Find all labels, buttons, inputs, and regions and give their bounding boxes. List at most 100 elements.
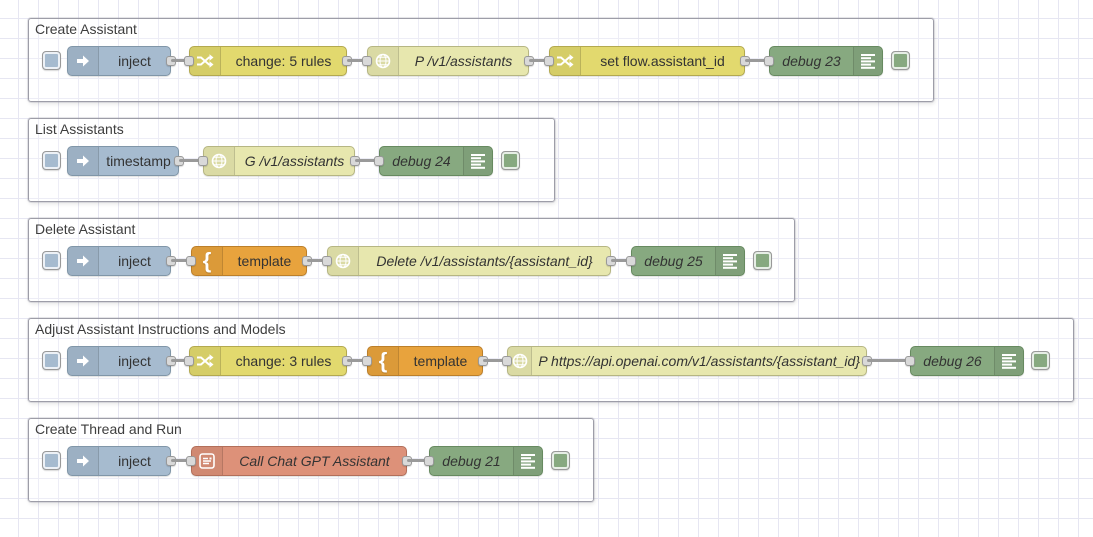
wire[interactable]: [529, 59, 549, 62]
node-debug[interactable]: debug 21: [424, 446, 543, 476]
input-port[interactable]: [184, 356, 194, 366]
wire[interactable]: [611, 259, 631, 262]
shuffle-icon: [190, 47, 221, 75]
wire[interactable]: [307, 259, 327, 262]
inject-run-button[interactable]: [42, 351, 61, 370]
input-port[interactable]: [186, 256, 196, 266]
globe-icon: [204, 147, 235, 175]
group-create-assistant[interactable]: Create Assistant inject change: 5 rules: [28, 18, 934, 102]
input-port[interactable]: [502, 356, 512, 366]
node-label: inject: [118, 53, 151, 69]
wire[interactable]: [745, 59, 769, 62]
node-label: inject: [118, 353, 151, 369]
node-inject[interactable]: timestamp: [67, 146, 184, 176]
input-port[interactable]: [322, 256, 332, 266]
wire[interactable]: [407, 459, 429, 462]
node-debug[interactable]: debug 23: [764, 46, 883, 76]
group-title: Create Assistant: [35, 21, 137, 37]
globe-icon: [328, 247, 359, 275]
node-label: template: [237, 253, 292, 269]
inject-run-button[interactable]: [42, 51, 61, 70]
globe-icon: [368, 47, 399, 75]
node-label: timestamp: [106, 153, 171, 169]
globe-icon: [508, 347, 533, 375]
wire[interactable]: [867, 359, 910, 362]
node-label: change: 5 rules: [235, 53, 332, 69]
node-inject[interactable]: inject: [67, 346, 176, 376]
arrow-in-icon: [68, 347, 99, 375]
inject-run-button[interactable]: [42, 151, 61, 170]
wire[interactable]: [171, 259, 191, 262]
input-port[interactable]: [362, 356, 372, 366]
group-title: Delete Assistant: [35, 221, 136, 237]
node-debug[interactable]: debug 24: [374, 146, 493, 176]
node-label: set flow.assistant_id: [600, 53, 725, 69]
input-port[interactable]: [764, 56, 774, 66]
debug-sidebar-icon: [463, 147, 492, 175]
wire[interactable]: [347, 359, 367, 362]
node-change[interactable]: set flow.assistant_id: [544, 46, 750, 76]
node-label: debug 21: [442, 453, 501, 469]
debug-toggle-button[interactable]: [551, 451, 570, 470]
node-openai-assistant[interactable]: Call Chat GPT Assistant: [186, 446, 412, 476]
wire[interactable]: [171, 359, 189, 362]
group-title: List Assistants: [35, 121, 124, 137]
wire[interactable]: [171, 459, 191, 462]
node-http-request[interactable]: G /v1/assistants: [198, 146, 360, 176]
group-title: Create Thread and Run: [35, 421, 182, 437]
node-template[interactable]: { template: [362, 346, 488, 376]
node-http-request[interactable]: Delete /v1/assistants/{assistant_id}: [322, 246, 616, 276]
wire[interactable]: [347, 59, 367, 62]
debug-toggle-button[interactable]: [501, 151, 520, 170]
node-inject[interactable]: inject: [67, 46, 176, 76]
node-change[interactable]: change: 3 rules: [184, 346, 352, 376]
arrow-in-icon: [68, 147, 99, 175]
node-label: debug 26: [923, 353, 982, 369]
wire[interactable]: [171, 59, 189, 62]
input-port[interactable]: [362, 56, 372, 66]
node-debug[interactable]: debug 26: [905, 346, 1024, 376]
node-inject[interactable]: inject: [67, 446, 176, 476]
group-create-thread-run[interactable]: Create Thread and Run inject Call Chat G…: [28, 418, 594, 502]
debug-sidebar-icon: [715, 247, 744, 275]
shuffle-icon: [190, 347, 221, 375]
debug-toggle-button[interactable]: [753, 251, 772, 270]
input-port[interactable]: [186, 456, 196, 466]
node-label: G /v1/assistants: [244, 153, 345, 169]
group-list-assistants[interactable]: List Assistants timestamp G /v1/assistan…: [28, 118, 555, 202]
debug-toggle-button[interactable]: [891, 51, 910, 70]
group-title: Adjust Assistant Instructions and Models: [35, 321, 286, 337]
input-port[interactable]: [544, 56, 554, 66]
node-http-request[interactable]: P /v1/assistants: [362, 46, 534, 76]
node-label: debug 25: [644, 253, 703, 269]
input-port[interactable]: [184, 56, 194, 66]
node-inject[interactable]: inject: [67, 246, 176, 276]
node-label: change: 3 rules: [235, 353, 332, 369]
curly-brace-icon: {: [192, 247, 223, 275]
node-label: debug 24: [392, 153, 451, 169]
input-port[interactable]: [424, 456, 434, 466]
inject-run-button[interactable]: [42, 251, 61, 270]
inject-run-button[interactable]: [42, 451, 61, 470]
node-template[interactable]: { template: [186, 246, 312, 276]
debug-toggle-button[interactable]: [1031, 351, 1050, 370]
input-port[interactable]: [198, 156, 208, 166]
debug-sidebar-icon: [853, 47, 882, 75]
arrow-in-icon: [68, 447, 99, 475]
node-label: inject: [118, 253, 151, 269]
group-delete-assistant[interactable]: Delete Assistant inject { template: [28, 218, 795, 302]
group-adjust-assistant[interactable]: Adjust Assistant Instructions and Models…: [28, 318, 1074, 402]
assistant-form-icon: [192, 447, 223, 475]
node-label: P https://api.openai.com/v1/assistants/{…: [538, 353, 860, 369]
wire[interactable]: [179, 159, 203, 162]
node-http-request[interactable]: P https://api.openai.com/v1/assistants/{…: [502, 346, 872, 376]
node-debug[interactable]: debug 25: [626, 246, 745, 276]
input-port[interactable]: [374, 156, 384, 166]
node-change[interactable]: change: 5 rules: [184, 46, 352, 76]
input-port[interactable]: [626, 256, 636, 266]
wire[interactable]: [483, 359, 507, 362]
input-port[interactable]: [905, 356, 915, 366]
wire[interactable]: [355, 159, 379, 162]
shuffle-icon: [550, 47, 581, 75]
